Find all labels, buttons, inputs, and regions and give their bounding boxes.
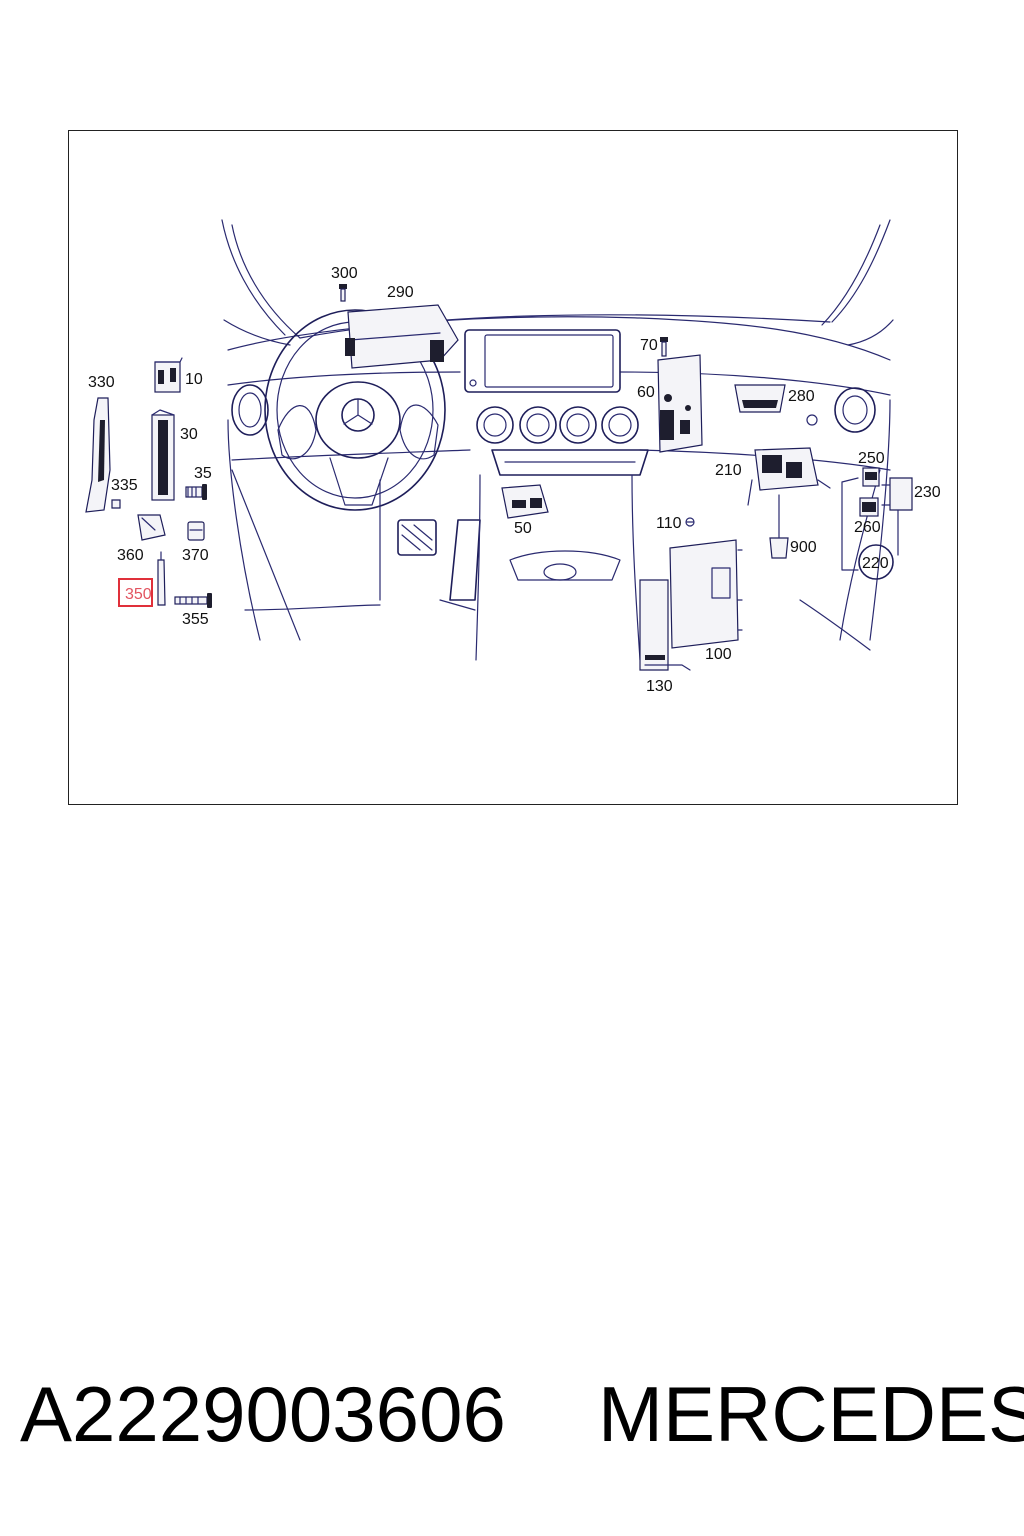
part-300-screw (339, 284, 347, 302)
part-250-relay (862, 467, 880, 487)
right-air-vent (834, 387, 876, 433)
center-air-vents (476, 406, 639, 444)
center-console (475, 474, 641, 661)
part-number: A2229003606 (20, 1370, 506, 1458)
callout-60: 60 (637, 384, 655, 401)
part-290-module (345, 304, 459, 369)
part-350-bracket (157, 551, 166, 606)
part-50-module (501, 484, 549, 519)
brand-name: MERCEDES (598, 1370, 1024, 1458)
callout-250: 250 (858, 450, 885, 467)
diagram-frame (68, 130, 958, 805)
callout-210: 210 (715, 462, 742, 479)
part-280-vent-bezel (734, 384, 818, 426)
callout-300: 300 (331, 265, 358, 282)
part-60-module (657, 354, 703, 453)
callout-35: 35 (194, 465, 212, 482)
callout-100: 100 (705, 646, 732, 663)
part-70-screw (660, 337, 668, 357)
callout-350: 350 (125, 586, 152, 603)
callout-350-highlight-box (118, 578, 153, 607)
steering-wheel (264, 309, 446, 511)
callout-130: 130 (646, 678, 673, 695)
climate-control-strip (491, 449, 649, 476)
callout-335: 335 (111, 477, 138, 494)
part-370-nut (187, 521, 205, 541)
center-display (464, 329, 621, 393)
left-air-vent (231, 384, 269, 436)
callout-220: 220 (862, 555, 889, 572)
callout-280: 280 (788, 388, 815, 405)
dashboard-outline (227, 316, 891, 651)
part-130-mounting-bracket (639, 579, 691, 671)
callout-355: 355 (182, 611, 209, 628)
part-230-bracket (881, 477, 913, 511)
callout-900: 900 (790, 539, 817, 556)
pedals-and-floor (379, 479, 481, 611)
part-210-fuse-box (747, 447, 831, 506)
part-330-trim-panel (85, 397, 111, 513)
callout-70: 70 (640, 337, 658, 354)
part-220-group-outline (841, 477, 899, 580)
part-35-screw (185, 484, 207, 500)
callout-50: 50 (514, 520, 532, 537)
callout-30: 30 (180, 426, 198, 443)
callout-110: 110 (656, 515, 682, 532)
callout-10: 10 (185, 371, 203, 388)
part-260-relay (859, 497, 879, 517)
part-100-control-unit (669, 539, 743, 649)
part-360-bracket (137, 514, 166, 541)
part-10-bracket (154, 357, 183, 393)
callout-330: 330 (88, 374, 115, 391)
callout-370: 370 (182, 547, 209, 564)
part-335-clip (111, 499, 121, 509)
part-355-bolt (174, 593, 212, 608)
callout-360: 360 (117, 547, 144, 564)
callout-290: 290 (387, 284, 414, 301)
callout-230: 230 (914, 484, 941, 501)
windshield-outline (221, 219, 894, 346)
part-110-clip (685, 517, 695, 527)
part-900-connector (769, 494, 789, 559)
callout-260: 260 (854, 519, 881, 536)
part-30-module (151, 409, 175, 501)
